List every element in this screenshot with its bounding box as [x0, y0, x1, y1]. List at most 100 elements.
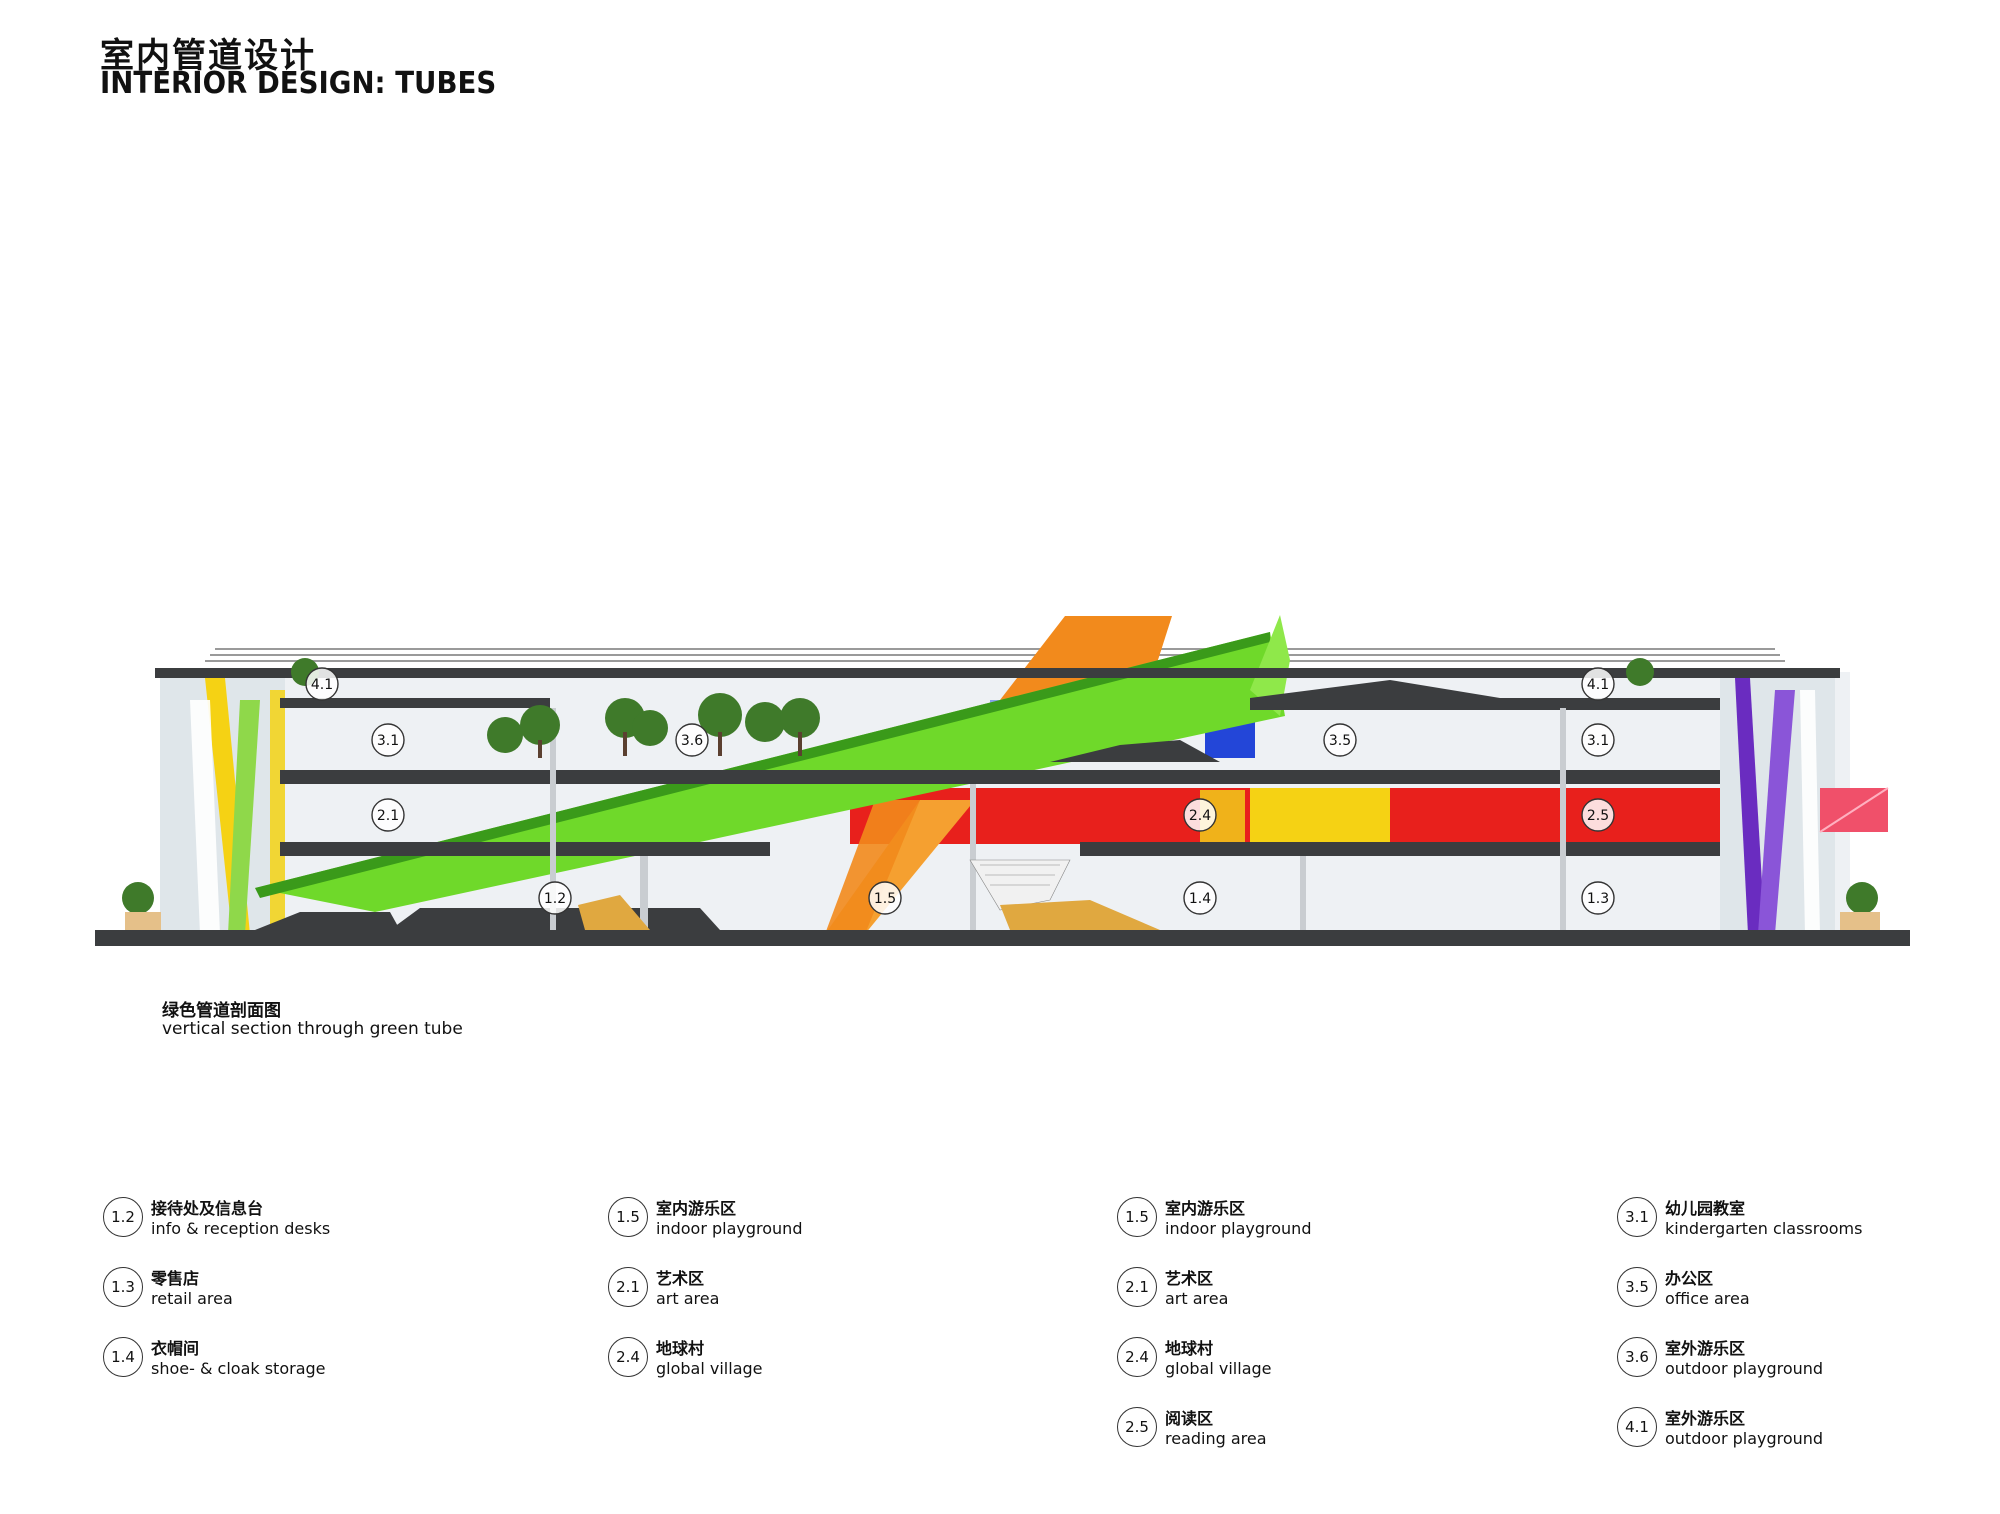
- marker-2.4: 2.4: [1183, 798, 1217, 832]
- legend-number: 1.3: [103, 1267, 143, 1307]
- marker-3.1: 3.1: [1581, 723, 1615, 757]
- legend-number: 3.1: [1617, 1197, 1657, 1237]
- section-drawing: 4.1 3.1 3.6 2.1 1.2 1.5 2.4 1.4 3.5 3.1 2.5 1.3 4.1: [95, 615, 1910, 946]
- section-caption-en: vertical section through green tube: [162, 1019, 463, 1039]
- page-title-en: INTERIOR DESIGN: TUBES: [100, 66, 497, 101]
- marker-4.1: 4.1: [305, 667, 339, 701]
- marker-label: 4.1: [1587, 677, 1609, 693]
- marker-label: 2.1: [377, 808, 399, 824]
- section-caption-zh: 绿色管道剖面图: [162, 1001, 281, 1021]
- yellow-blocks: [1250, 788, 1390, 844]
- floor-slabs: [95, 668, 1910, 946]
- legend-label-zh: 地球村: [656, 1339, 705, 1358]
- legend-label-zh: 室内游乐区: [1165, 1199, 1246, 1218]
- marker-label: 3.6: [681, 733, 703, 749]
- right-stair-core: [1720, 678, 1835, 934]
- legend-label-en: retail area: [151, 1289, 233, 1308]
- columns: [550, 708, 1566, 930]
- legend-label-zh: 地球村: [1165, 1339, 1214, 1358]
- legend-label-en: art area: [1165, 1289, 1229, 1308]
- legend-label-en: reading area: [1165, 1429, 1267, 1448]
- legend-number: 1.2: [103, 1197, 143, 1237]
- wood-desk: [578, 895, 650, 930]
- marker-label: 1.4: [1189, 891, 1211, 907]
- legend-label-en: shoe- & cloak storage: [151, 1359, 326, 1378]
- legend-label-en: info & reception desks: [151, 1219, 331, 1238]
- legend-label-zh: 零售店: [151, 1269, 200, 1288]
- legend-label-en: art area: [656, 1289, 720, 1308]
- legend-label-zh: 艺术区: [656, 1269, 705, 1288]
- marker-label: 2.4: [1189, 808, 1211, 824]
- marker-1.3: 1.3: [1581, 881, 1615, 915]
- marker-layer: 4.1 3.1 3.6 2.1 1.2 1.5 2.4 1.4 3.5 3.1 2.5 1.3 4.1: [305, 667, 1615, 915]
- marker-label: 1.2: [544, 891, 566, 907]
- marker-2.5: 2.5: [1581, 798, 1615, 832]
- legend-label-en: outdoor playground: [1665, 1429, 1824, 1448]
- marker-label: 3.1: [1587, 733, 1609, 749]
- legend-label-en: office area: [1665, 1289, 1750, 1308]
- marker-1.5: 1.5: [868, 881, 902, 915]
- orange-tube: [825, 616, 1172, 934]
- page-title-zh: 室内管道设计: [100, 36, 316, 76]
- legend-number: 4.1: [1617, 1407, 1657, 1447]
- legend-label-zh: 衣帽间: [151, 1339, 200, 1358]
- marker-4.1: 4.1: [1581, 667, 1615, 701]
- marker-1.2: 1.2: [538, 881, 572, 915]
- legend-label-zh: 办公区: [1665, 1269, 1714, 1288]
- legend-label-zh: 艺术区: [1165, 1269, 1214, 1288]
- marker-3.1: 3.1: [371, 723, 405, 757]
- marker-1.4: 1.4: [1183, 881, 1217, 915]
- legend-label-en: kindergarten classrooms: [1665, 1219, 1863, 1238]
- legend-label-zh: 接待处及信息台: [151, 1199, 264, 1218]
- roof-trims: [205, 648, 1785, 662]
- trees: [122, 658, 1880, 930]
- legend-number: 2.5: [1117, 1407, 1157, 1447]
- marker-2.1: 2.1: [371, 798, 405, 832]
- legend-label-en: global village: [656, 1359, 763, 1378]
- legend-label-zh: 阅读区: [1165, 1409, 1214, 1428]
- legend-number: 1.5: [608, 1197, 648, 1237]
- legend-label-zh: 幼儿园教室: [1665, 1199, 1746, 1218]
- legend-label-en: global village: [1165, 1359, 1272, 1378]
- marker-label: 3.5: [1329, 733, 1351, 749]
- marker-label: 1.3: [1587, 891, 1609, 907]
- legend-number: 2.1: [1117, 1267, 1157, 1307]
- marker-label: 4.1: [311, 677, 333, 693]
- legend-label-en: outdoor playground: [1665, 1359, 1824, 1378]
- legend-label-en: indoor playground: [656, 1219, 803, 1238]
- net-structure: [969, 859, 1071, 911]
- legend-number: 3.6: [1617, 1337, 1657, 1377]
- marker-label: 2.5: [1587, 808, 1609, 824]
- marker-label: 1.5: [874, 891, 896, 907]
- legend-label-zh: 室外游乐区: [1665, 1409, 1746, 1428]
- marker-label: 3.1: [377, 733, 399, 749]
- legend-label-en: indoor playground: [1165, 1219, 1312, 1238]
- legend-number: 2.4: [608, 1337, 648, 1377]
- pink-box: [1819, 787, 1889, 833]
- legend-number: 2.1: [608, 1267, 648, 1307]
- legend-number: 3.5: [1617, 1267, 1657, 1307]
- wood-slide: [1000, 900, 1160, 930]
- legend-label-zh: 室内游乐区: [656, 1199, 737, 1218]
- marker-3.5: 3.5: [1323, 723, 1357, 757]
- legend-number: 1.4: [103, 1337, 143, 1377]
- legend-number: 1.5: [1117, 1197, 1157, 1237]
- legend-number: 2.4: [1117, 1337, 1157, 1377]
